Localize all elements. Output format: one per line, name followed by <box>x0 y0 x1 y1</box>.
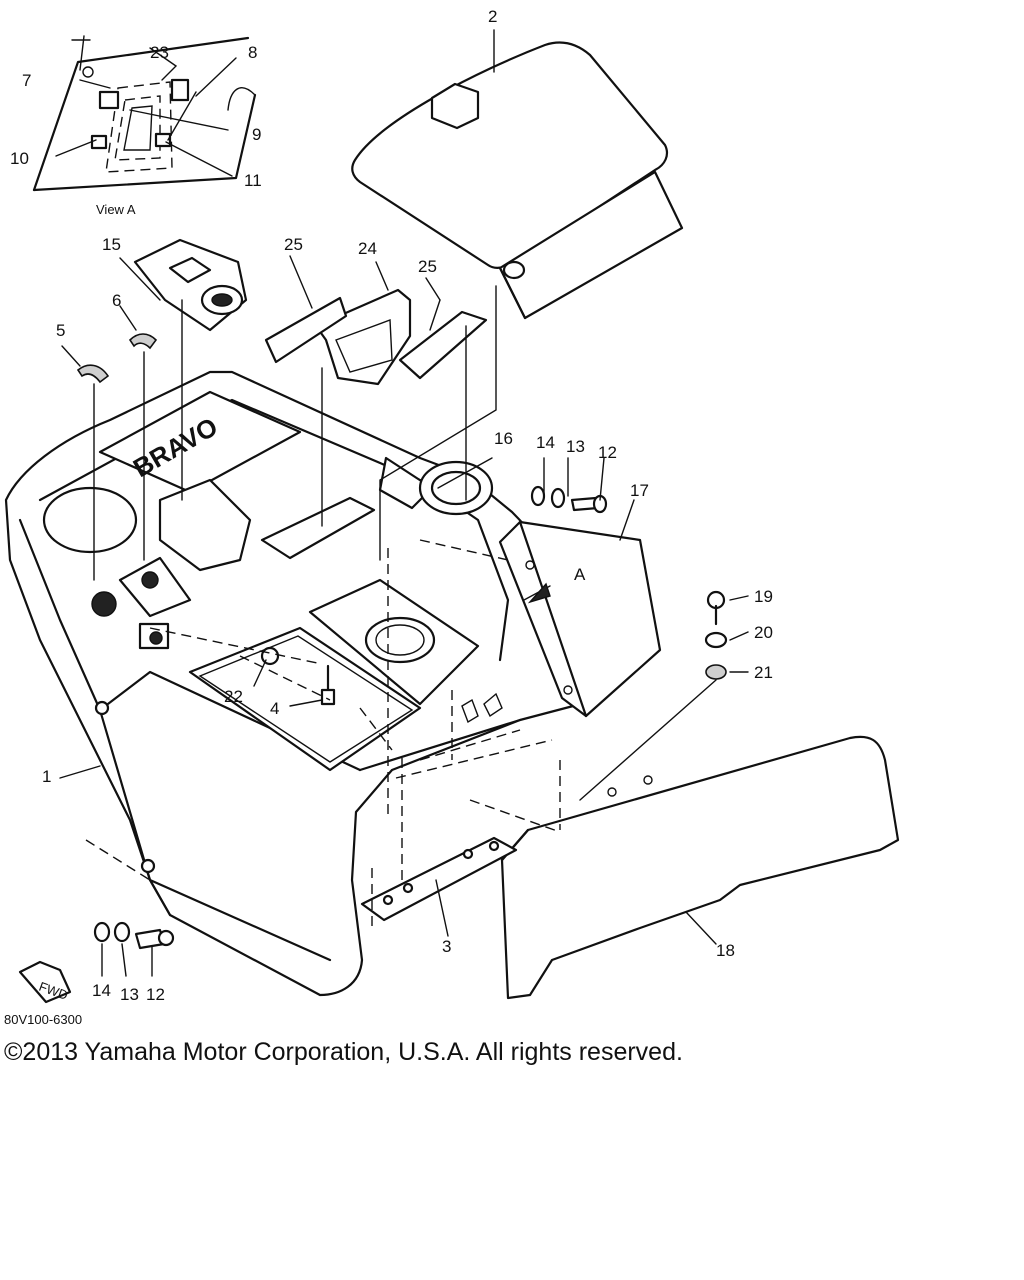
view-a-inset <box>32 35 257 192</box>
callout-11: 11 <box>244 171 262 190</box>
callout-10: 10 <box>10 149 29 168</box>
callout-25a: 25 <box>284 235 303 254</box>
pad-part-25-left <box>264 296 348 364</box>
callout-7: 7 <box>22 71 31 90</box>
cap-part-22 <box>260 646 280 666</box>
callout-12b: 12 <box>146 985 165 1004</box>
callout-9: 9 <box>252 125 261 144</box>
callout-2: 2 <box>488 7 497 26</box>
part-code: 80V100-6300 <box>4 1012 82 1027</box>
clip-part-5 <box>76 364 110 384</box>
parts-diagram: BRAVO <box>4 7 900 1027</box>
clip-part-6 <box>128 333 158 350</box>
svg-text:A: A <box>574 565 586 584</box>
pad-part-25-right <box>398 310 488 380</box>
callout-16: 16 <box>494 429 513 448</box>
callout-20: 20 <box>754 623 773 642</box>
callout-1: 1 <box>42 767 51 786</box>
callout-numbers: 1 2 3 4 5 6 7 8 9 10 11 12 12 13 13 14 1… <box>10 7 773 1004</box>
callout-22: 22 <box>224 687 243 706</box>
callout-23: 23 <box>150 43 169 62</box>
view-a-label: View A <box>96 202 136 217</box>
bracket-part-3 <box>360 836 518 922</box>
callout-17: 17 <box>630 481 649 500</box>
fasteners-lower <box>93 921 175 950</box>
callout-13a: 13 <box>566 437 585 456</box>
callout-21: 21 <box>754 663 773 682</box>
screw-part-4 <box>320 664 336 706</box>
callout-14a: 14 <box>536 433 555 452</box>
callout-8: 8 <box>248 43 257 62</box>
fasteners-upper <box>530 485 608 514</box>
callout-18: 18 <box>716 941 735 960</box>
callout-15: 15 <box>102 235 121 254</box>
callout-6: 6 <box>112 291 121 310</box>
callout-5: 5 <box>56 321 65 340</box>
leader-lines <box>55 29 749 977</box>
lid-part-2 <box>351 41 684 320</box>
callout-24: 24 <box>358 239 377 258</box>
callout-12a: 12 <box>598 443 617 462</box>
cupholder-part-15 <box>133 238 248 332</box>
callout-19: 19 <box>754 587 773 606</box>
bracket-part-24 <box>314 288 412 386</box>
callout-13b: 13 <box>120 985 139 1004</box>
fasteners-right <box>704 590 728 680</box>
callout-25b: 25 <box>418 257 437 276</box>
console-body-part-1: BRAVO <box>4 370 598 997</box>
panel-part-17 <box>498 520 662 718</box>
copyright-notice: ©2013 Yamaha Motor Corporation, U.S.A. A… <box>4 1038 683 1066</box>
callout-3: 3 <box>442 937 451 956</box>
fwd-arrow-icon: FWD <box>18 960 72 1004</box>
callout-14b: 14 <box>92 981 111 1000</box>
plate-part-18 <box>500 735 900 1000</box>
callout-4: 4 <box>270 699 279 718</box>
view-a-arrow-icon: A <box>527 565 586 604</box>
grommet-part-16 <box>418 460 494 516</box>
